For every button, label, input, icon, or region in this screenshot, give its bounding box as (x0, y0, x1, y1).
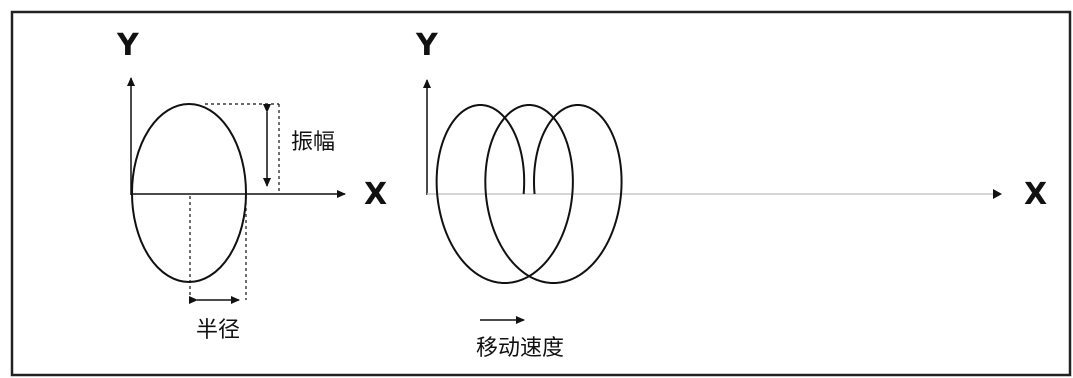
left-diagram: Y X 振幅 半径 (116, 28, 387, 343)
right-diagram: Y X 移动速度 (415, 28, 1047, 361)
spiral-motion-path (435, 103, 623, 285)
radius-label: 半径 (196, 318, 240, 343)
right-x-axis-arrowhead (993, 189, 1002, 199)
circular-motion-ellipse (131, 103, 247, 283)
left-y-axis-label: Y (116, 28, 140, 63)
amplitude-label: 振幅 (291, 130, 335, 155)
right-y-axis-label: Y (415, 28, 439, 63)
right-x-axis-label: X (1024, 177, 1047, 212)
left-x-axis-label: X (364, 177, 387, 212)
speed-label: 移动速度 (476, 336, 564, 361)
diagram-border (10, 10, 1072, 377)
